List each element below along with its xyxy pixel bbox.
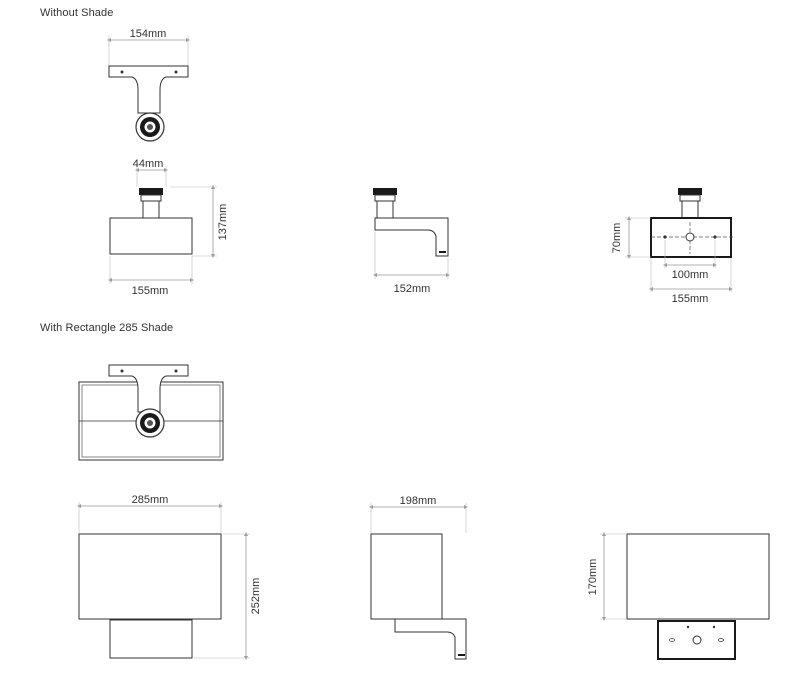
- lamp-holder-collar: [679, 194, 701, 202]
- dimension-label: 137mm: [217, 204, 229, 241]
- back-view-without-shade: 70mm 100mm 155mm: [611, 188, 734, 305]
- section-title-without-shade: Without Shade: [40, 7, 114, 19]
- bracket-arm: [394, 618, 467, 660]
- screw-slot: [669, 638, 675, 642]
- lamp-holder-neck: [681, 200, 699, 219]
- lamp-shade: [78, 533, 222, 620]
- screw-hole: [686, 625, 690, 629]
- dimension-label: 155mm: [672, 293, 709, 305]
- dimension-label: 44mm: [133, 158, 164, 170]
- lamp-shade: [626, 533, 770, 620]
- dimension-label: 285mm: [132, 494, 169, 506]
- lamp-holder-cap: [678, 188, 702, 195]
- dimension-label: 252mm: [250, 578, 262, 615]
- top-view-with-shade: [78, 364, 224, 461]
- back-view-with-shade: 170mm: [587, 532, 770, 660]
- bracket-arm: [374, 217, 449, 257]
- cable-hole: [685, 232, 695, 242]
- dimension-label: 70mm: [611, 223, 623, 254]
- screw-hole: [120, 369, 124, 373]
- lamp-holder-cap: [139, 188, 163, 195]
- side-view-without-shade: 152mm: [373, 188, 450, 295]
- section-title-with-shade: With Rectangle 285 Shade: [40, 322, 174, 334]
- mounting-bracket: [108, 364, 189, 413]
- dimension-label: 198mm: [400, 495, 437, 507]
- dimension-label: 100mm: [672, 269, 709, 281]
- top-view-without-shade: 154mm: [107, 28, 190, 142]
- dimension-label: 155mm: [132, 285, 169, 297]
- lamp-shade: [370, 533, 443, 620]
- screw-hole: [663, 235, 667, 239]
- screw-hole: [174, 369, 178, 373]
- side-view-with-shade: 198mm: [369, 495, 468, 660]
- screw-hole: [174, 70, 178, 74]
- screw-hole: [120, 70, 124, 74]
- cable-hole: [692, 635, 702, 645]
- bracket-body: [109, 217, 193, 255]
- dimension-label: 154mm: [130, 28, 167, 40]
- lamp-holder-neck: [142, 200, 160, 219]
- lamp-holder-neck: [376, 200, 394, 219]
- mounting-bracket: [108, 65, 189, 114]
- screw-hole: [713, 235, 717, 239]
- lamp-socket-core: [147, 124, 153, 130]
- lamp-holder-collar: [374, 194, 396, 202]
- dimension-label: 152mm: [394, 283, 431, 295]
- screw-slot: [718, 638, 724, 642]
- screw-hole: [712, 625, 716, 629]
- bracket-body: [109, 619, 193, 659]
- lamp-holder-collar: [140, 194, 162, 202]
- front-view-without-shade: 44mm 137mm 155mm: [108, 158, 229, 297]
- lamp-socket-core: [147, 420, 153, 426]
- front-view-with-shade: 285mm 252mm: [77, 494, 262, 660]
- lamp-holder-cap: [373, 188, 397, 195]
- dimension-label: 170mm: [587, 559, 599, 596]
